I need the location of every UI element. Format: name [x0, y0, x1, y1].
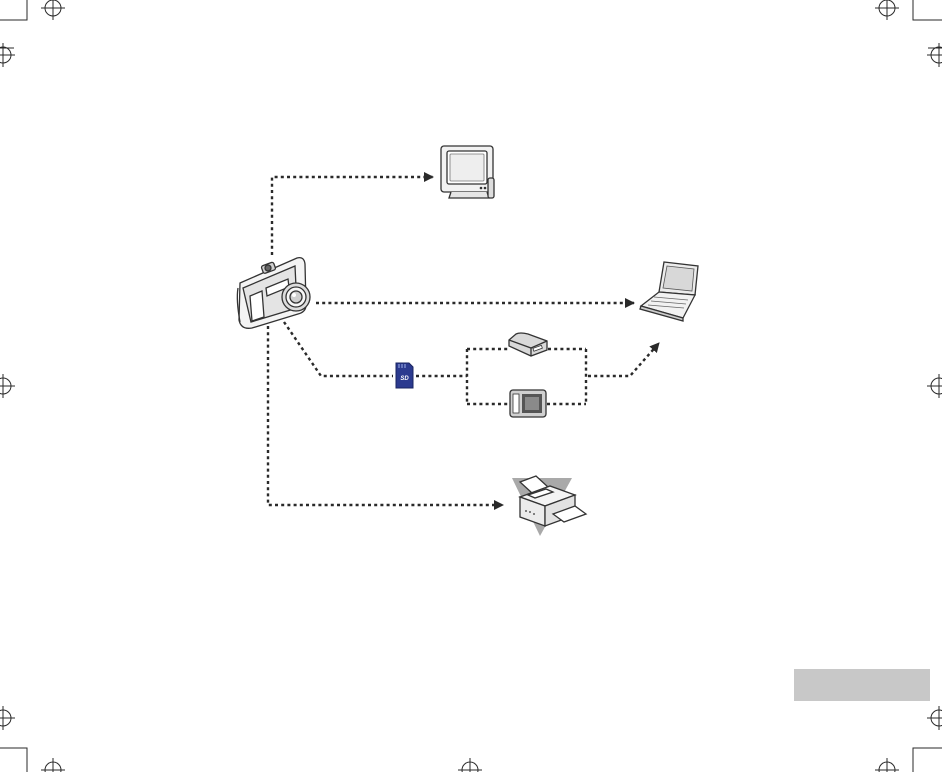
card-reader-icon: [509, 333, 547, 356]
card-slot-icon: [510, 390, 546, 417]
registration-mark-right-upper: [927, 43, 942, 67]
page-tab: [794, 669, 930, 701]
link-camera-to-printer: [268, 326, 503, 505]
laptop-icon: [640, 262, 698, 321]
link-sd-card-to-readers: [416, 349, 586, 404]
registration-mark-bottom-left: [41, 758, 65, 772]
link-camera-to-tv: [272, 177, 433, 255]
registration-mark-bottom-right: [875, 758, 899, 772]
registration-mark-left-middle: [0, 374, 15, 398]
registration-mark-top-left: [41, 0, 65, 20]
sd-card-icon: SD: [396, 363, 413, 388]
registration-mark-right-middle: [927, 374, 942, 398]
link-camera-to-sd-card: [284, 322, 393, 376]
link-readers-to-computer: [588, 343, 659, 376]
registration-mark-bottom-center: [458, 758, 482, 772]
registration-mark-top-right: [875, 0, 899, 20]
registration-mark-left-upper: [0, 43, 15, 67]
tv-icon: [441, 146, 494, 198]
printer-icon: [512, 476, 586, 536]
registration-mark-left-lower: [0, 706, 15, 730]
camera-icon: [237, 258, 310, 329]
sd-card-label: SD: [400, 376, 409, 382]
registration-mark-right-lower: [927, 706, 942, 730]
